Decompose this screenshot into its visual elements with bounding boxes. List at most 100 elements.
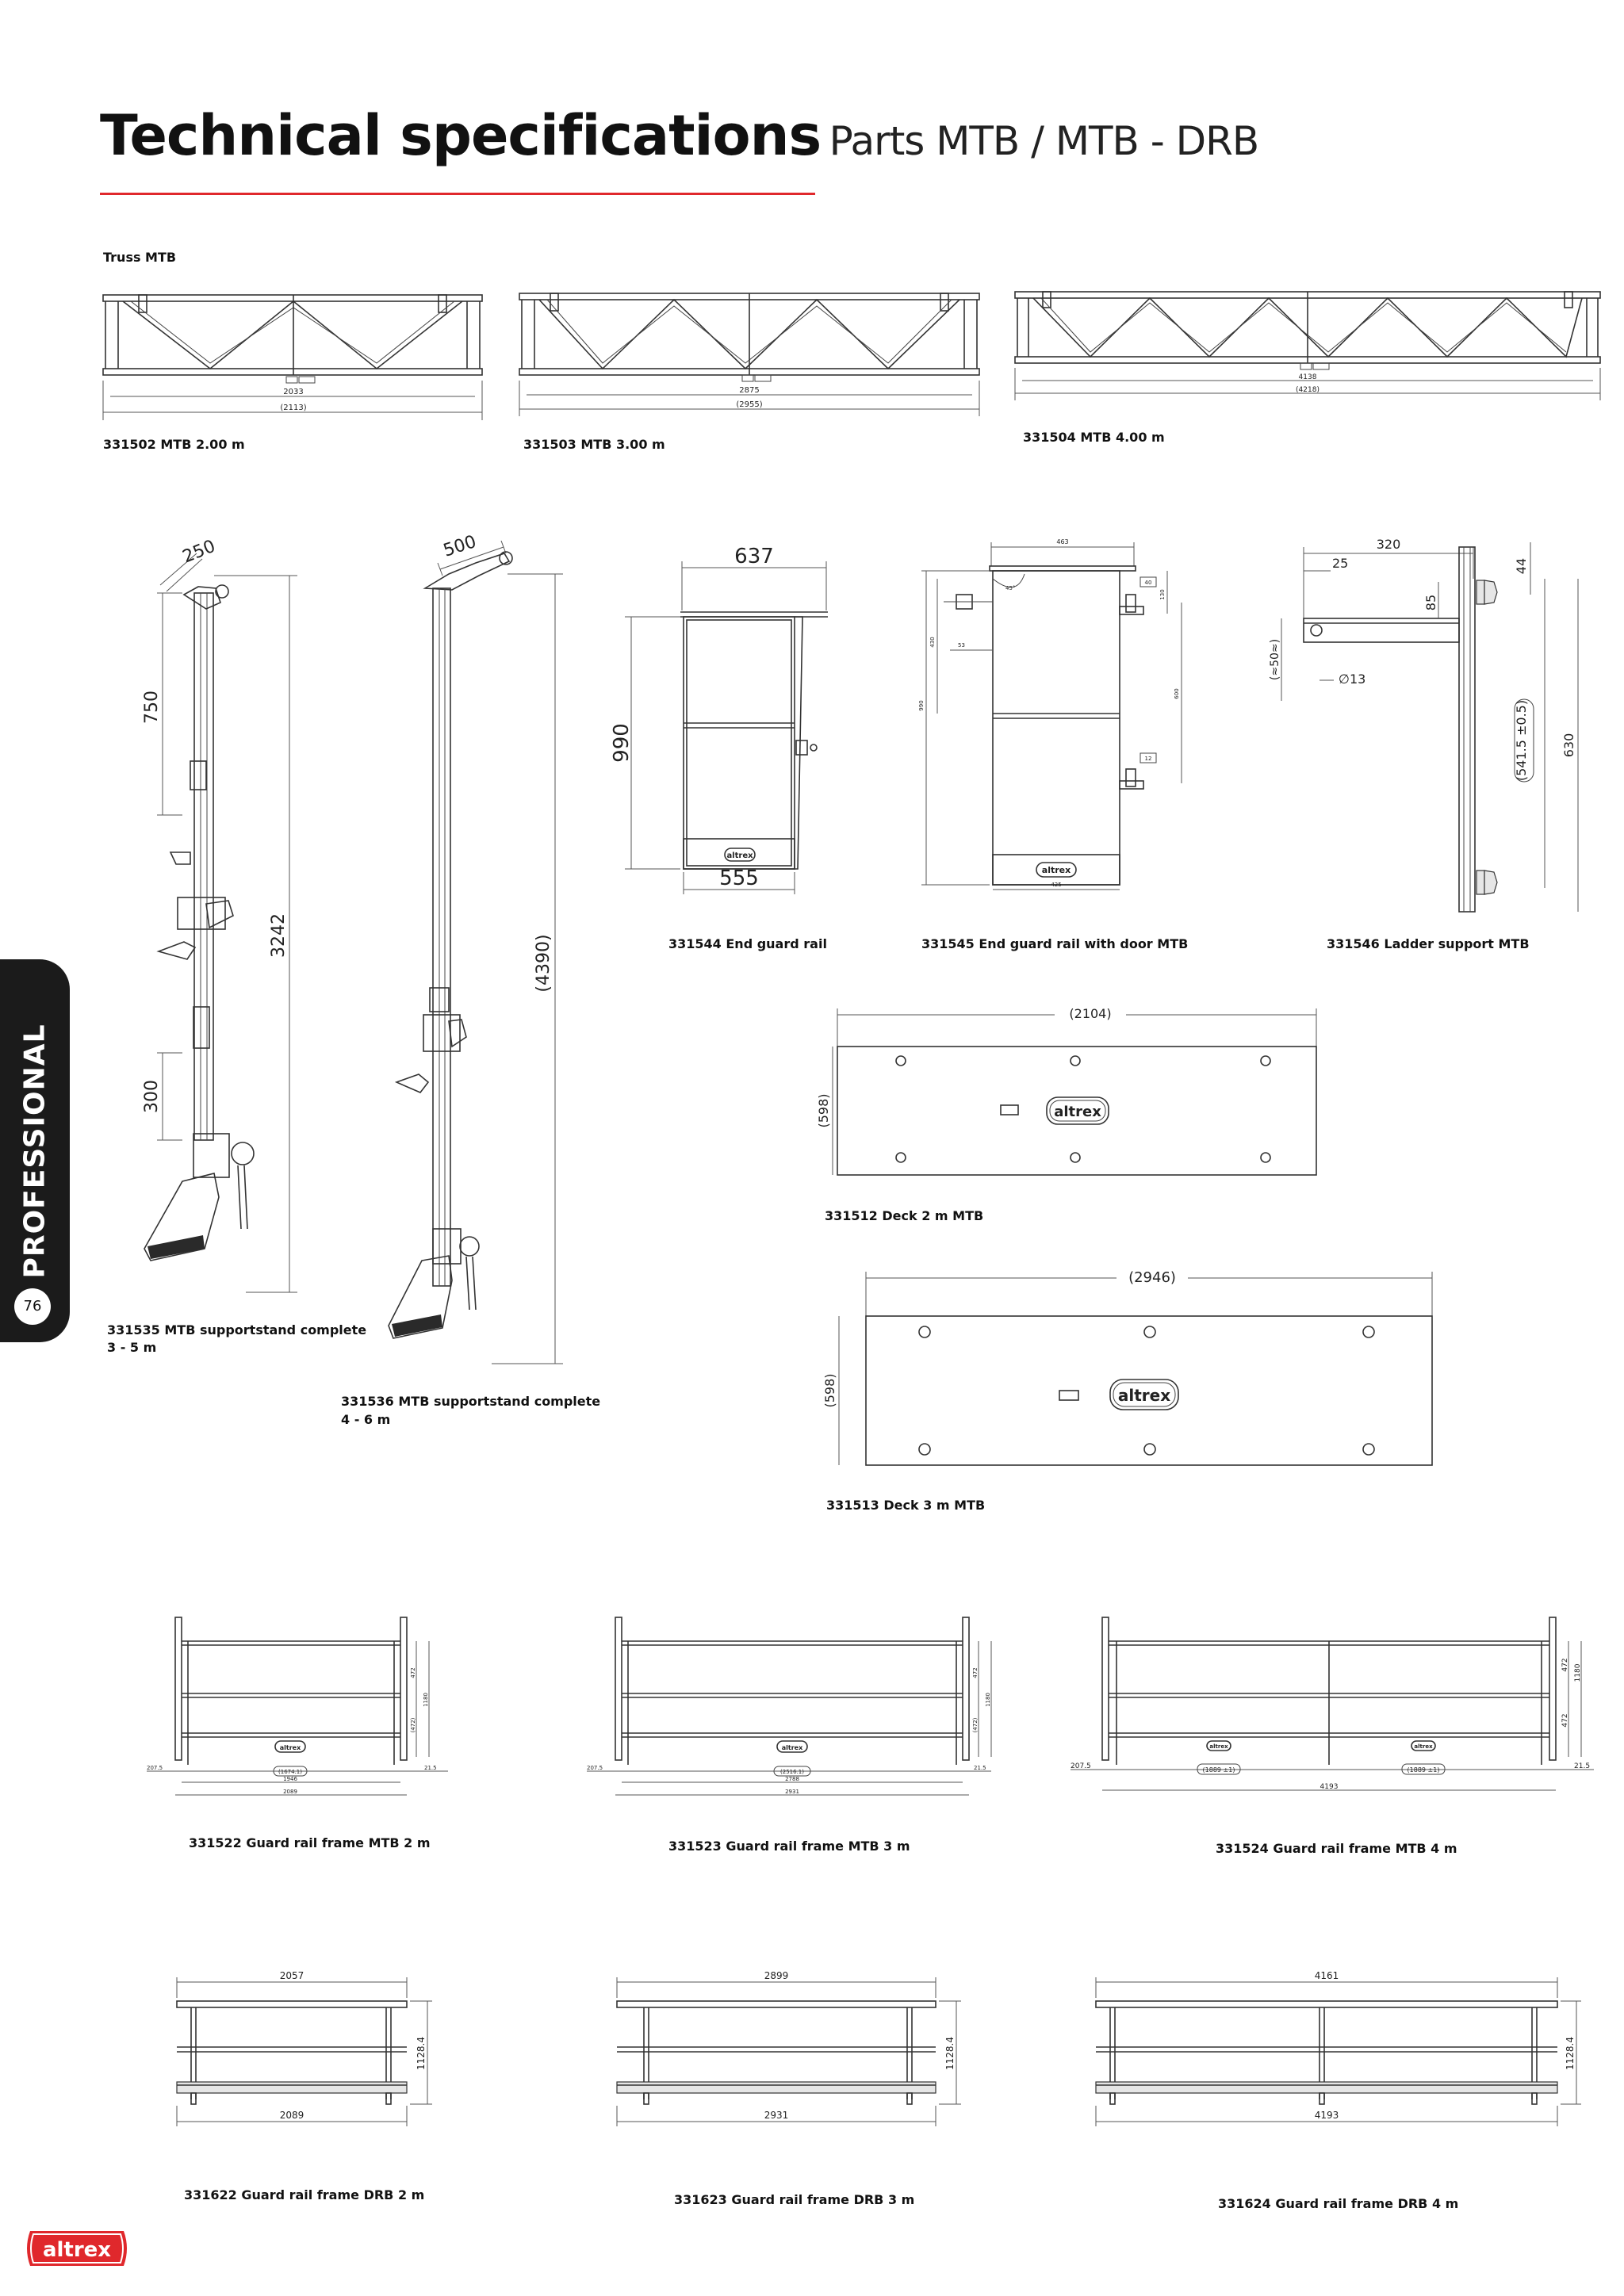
page-number: 76 [14, 1288, 51, 1325]
label-supportstand-3-5m-line2: 3 - 5 m [107, 1340, 157, 1355]
dim-grf2-left: 207.5 [147, 1765, 163, 1771]
dim-grf4-h1: 472 [1561, 1658, 1569, 1671]
drawing-drb-4m: 4161 4193 1128.4 [1095, 1970, 1581, 2126]
dim-drb2-top: 2057 [280, 1970, 304, 1981]
dim-egrd-d2: 40 [1145, 580, 1152, 586]
dim-drb4-height: 1128.4 [1565, 2037, 1576, 2070]
dim-drb3-bottom: 2931 [764, 2110, 789, 2121]
dim-grf2-inner: 1946 [283, 1776, 297, 1782]
dim-ss35-upper: 750 [142, 691, 162, 724]
label-supportstand-4-6m-line1: 331536 MTB supportstand complete [341, 1394, 601, 1409]
drawing-deck-3m: (2946) altrex (598) [822, 1269, 1433, 1466]
label-truss-3m: 331503 MTB 3.00 m [523, 437, 665, 452]
dim-grf2-h1: 472 [410, 1667, 416, 1678]
dim-drb4-bottom: 4193 [1315, 2110, 1339, 2121]
dim-deck-2m-length: (2104) [1069, 1006, 1111, 1021]
svg-text:altrex: altrex [726, 851, 753, 860]
dim-ss35-lower: 300 [142, 1080, 162, 1113]
label-grf-mtb-3m: 331523 Guard rail frame MTB 3 m [668, 1839, 910, 1854]
svg-text:altrex: altrex [1042, 865, 1071, 875]
dim-deck-3m-length: (2946) [1128, 1269, 1176, 1286]
dim-truss-3m-inner: 2875 [739, 386, 759, 395]
dim-grf3-mid: (2516.1) [780, 1769, 804, 1775]
dim-grf4-overall: 4193 [1320, 1783, 1339, 1791]
title-subtitle: Parts MTB / MTB - DRB [829, 118, 1260, 164]
label-end-guard-rail-door: 331545 End guard rail with door MTB [921, 936, 1189, 951]
side-tab-label: PROFESSIONAL [18, 1024, 52, 1279]
dim-grf4-mid2: (1889 ±1) [1408, 1766, 1440, 1774]
dim-egr-width-top: 637 [734, 545, 774, 568]
label-truss-2m: 331502 MTB 2.00 m [103, 437, 245, 452]
svg-text:altrex: altrex [1209, 1743, 1228, 1750]
drawing-ladder-support: 320 25 85 ∅13 (≈50≈) 44 (541.5 ±0.5) 630 [1269, 537, 1579, 913]
label-grf-drb-3m: 331623 Guard rail frame DRB 3 m [674, 2192, 915, 2207]
dim-drb3-top: 2899 [764, 1970, 789, 1981]
dim-truss-4m-outer: (4218) [1296, 386, 1320, 394]
dim-egr-width-bottom: 555 [719, 867, 759, 890]
dim-grf4-mid1: (1889 ±1) [1203, 1766, 1235, 1774]
dim-grf4-h2: 1180 [1574, 1663, 1582, 1682]
dim-grf2-h2: 1180 [423, 1693, 429, 1707]
label-grf-mtb-4m: 331524 Guard rail frame MTB 4 m [1216, 1841, 1457, 1856]
drawing-truss-4m: 4138 (4218) [1014, 291, 1601, 400]
dim-truss-3m-outer: (2955) [736, 400, 762, 409]
label-supportstand-4-6m-line2: 4 - 6 m [341, 1412, 391, 1427]
dim-egrd-top: 463 [1056, 538, 1068, 545]
drawing-end-guard-rail: 637 altrex 990 555 [610, 545, 828, 894]
dim-grf2-h3: (472) [410, 1717, 416, 1732]
label-grf-drb-4m: 331624 Guard rail frame DRB 4 m [1218, 2196, 1459, 2211]
dim-ladder-a: 25 [1332, 556, 1348, 571]
svg-text:altrex: altrex [280, 1744, 301, 1751]
dim-grf4-right: 21.5 [1574, 1762, 1590, 1770]
dim-egrd-d3: 130 [1159, 589, 1166, 599]
drawing-supportstand-4-6m: 500 (4390) [388, 532, 563, 1364]
svg-text:altrex: altrex [1414, 1743, 1433, 1750]
dim-ss46-length: (4390) [534, 934, 553, 992]
dim-truss-2m-outer: (2113) [280, 404, 306, 412]
svg-text:45°: 45° [1005, 585, 1015, 591]
dim-ladder-range: (541.5 ±0.5) [1514, 700, 1529, 781]
dim-egrd-h2: 990 [918, 700, 925, 710]
dim-ladder-w: 320 [1377, 537, 1401, 552]
dim-egrd-h3: 600 [1174, 688, 1180, 698]
dim-truss-2m-inner: 2033 [283, 388, 303, 396]
label-truss-4m: 331504 MTB 4.00 m [1023, 430, 1165, 445]
drawing-truss-2m: 2033 (2113) [102, 294, 483, 420]
dim-drb2-bottom: 2089 [280, 2110, 304, 2121]
label-deck-3m: 331513 Deck 3 m MTB [826, 1498, 986, 1513]
svg-text:altrex: altrex [1118, 1386, 1170, 1405]
dim-deck-2m-width: (598) [816, 1093, 831, 1127]
dim-grf2-overall: 2089 [283, 1789, 297, 1795]
label-deck-2m: 331512 Deck 2 m MTB [825, 1208, 984, 1223]
dim-egrd-h1: 430 [929, 637, 936, 647]
dim-grf4-h3: 472 [1561, 1713, 1569, 1727]
label-ladder-support: 331546 Ladder support MTB [1327, 936, 1530, 951]
drawing-grf-mtb-4m: altrex altrex 207.5 (1889 ±1) (1889 ±1) … [1071, 1617, 1594, 1791]
section-side-tab [0, 959, 70, 1342]
dim-grf3-right: 21.5 [974, 1765, 986, 1771]
drawing-deck-2m: (2104) altrex (598) [816, 1005, 1317, 1176]
dim-egrd-bottom: 425 [1051, 882, 1061, 888]
label-end-guard-rail: 331544 End guard rail [668, 936, 827, 951]
drawing-grf-mtb-3m: altrex 207.5 (2516.1) 21.5 2788 2931 472… [587, 1617, 992, 1796]
page-title: Technical specifications Parts MTB / MTB… [100, 103, 1260, 168]
dim-drb4-top: 4161 [1315, 1970, 1339, 1981]
logo-text: altrex [43, 2238, 111, 2262]
drawing-end-guard-rail-door: 463 45° altrex 990 430 53 40 130 600 12 … [918, 538, 1182, 890]
dim-grf3-left: 207.5 [587, 1765, 603, 1771]
title-rule [100, 193, 815, 195]
drawing-truss-3m: 2875 (2955) [519, 293, 980, 416]
dim-ss35-length: 3242 [269, 913, 289, 958]
dim-grf3-overall: 2931 [785, 1789, 799, 1795]
dim-grf2-right: 21.5 [424, 1765, 437, 1771]
dim-egr-height: 990 [610, 723, 634, 763]
dim-ss46-top: 500 [441, 532, 479, 561]
svg-text:altrex: altrex [1054, 1104, 1101, 1120]
dim-grf3-h1: 472 [972, 1667, 979, 1678]
dim-ladder-slot: (≈50≈) [1269, 639, 1281, 680]
dim-grf3-h3: (472) [972, 1717, 979, 1732]
dim-ladder-height: 630 [1561, 733, 1576, 758]
section-heading-truss: Truss MTB [103, 250, 177, 265]
dim-grf3-inner: 2788 [785, 1776, 799, 1782]
drawing-drb-3m: 2899 2931 1128.4 [616, 1970, 961, 2126]
